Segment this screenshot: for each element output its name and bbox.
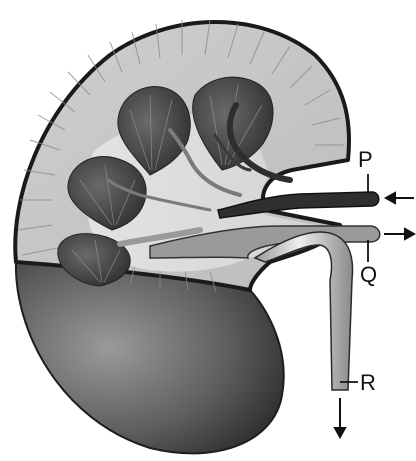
arrow-down-ureter-head	[335, 428, 345, 437]
label-r: R	[360, 372, 376, 394]
arrow-into-artery-head	[386, 193, 395, 203]
arrow-out-vein-head	[405, 229, 414, 239]
label-q: Q	[360, 264, 377, 286]
label-p: P	[358, 149, 373, 171]
